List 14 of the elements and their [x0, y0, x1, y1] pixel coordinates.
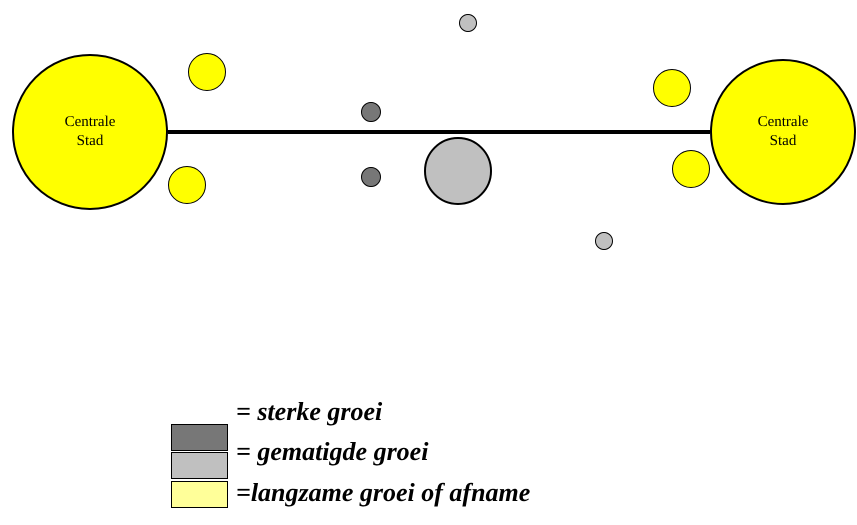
town-circle — [361, 167, 381, 187]
connector-line — [168, 130, 710, 134]
town-circle — [459, 14, 477, 32]
legend-label: =langzame groei of afname — [236, 478, 530, 508]
city-label: Centrale Stad — [756, 112, 810, 151]
town-circle — [168, 166, 206, 204]
town-circle — [653, 69, 691, 107]
legend-label: = sterke groei — [236, 397, 382, 427]
city-label: Centrale Stad — [64, 112, 116, 151]
legend-label: = gematigde groei — [236, 437, 428, 467]
town-circle — [188, 53, 226, 91]
town-circle — [595, 232, 613, 250]
town-circle — [672, 150, 710, 188]
town-circle — [361, 102, 381, 122]
